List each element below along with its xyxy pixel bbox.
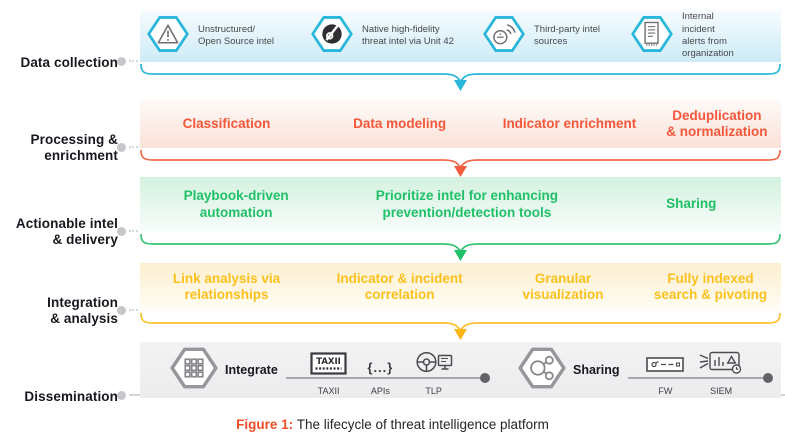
processing-brace-arrow <box>140 149 781 177</box>
channel-label: SIEM <box>710 386 733 396</box>
rail-end-dot <box>763 373 773 383</box>
integration-item: Indicator & incident correlation <box>336 270 463 302</box>
gauge-icon <box>309 13 355 60</box>
collection-item-internal: Internal incident alerts from organizati… <box>629 11 779 60</box>
figure-caption-text: The lifecycle of threat intelligence pla… <box>293 417 549 432</box>
sharing-rail: FW <box>627 342 773 398</box>
integrate-grid-icon <box>168 344 220 397</box>
collection-item-label: Internal incident alerts from organizati… <box>682 11 734 60</box>
channel-apis: {...} APIs <box>367 345 393 396</box>
processing-item: Indicator enrichment <box>502 115 637 131</box>
collection-item-label: Unstructured/ Open Source intel <box>198 23 275 47</box>
braces-icon: {...} <box>367 360 394 375</box>
stage-label-processing: Processing & enrichment <box>30 132 118 164</box>
channel-label: FW <box>658 386 673 396</box>
stage-label-data-collection: Data collection <box>20 55 118 70</box>
band-integration-analysis: Link analysis via relationships Indicato… <box>140 263 781 311</box>
figure-caption-prefix: Figure 1: <box>236 417 294 432</box>
band-data-collection: Unstructured/ Open Source intel Native h… <box>140 10 781 62</box>
collection-item-third-party: Third-party intel sources <box>481 13 629 60</box>
processing-item: Classification <box>182 115 271 131</box>
integration-item: Link analysis via relationships <box>172 270 281 302</box>
stage-label-integration: Integration & analysis <box>47 295 118 327</box>
document-icon <box>629 13 675 60</box>
connector-dot <box>117 57 126 66</box>
integrate-rail: TAXII TAXII {...} APIs <box>285 342 490 398</box>
connector-dot <box>117 391 126 400</box>
actionable-item: Sharing <box>666 196 717 212</box>
firewall-appliance-icon <box>645 345 685 375</box>
integration-item: Fully indexed search & pivoting <box>653 270 768 302</box>
connector-dot <box>117 227 126 236</box>
collection-item-unit42: Native high-fidelity threat intel via Un… <box>309 13 481 60</box>
channel-tlp: TLP <box>414 345 454 396</box>
connector-dot <box>117 143 126 152</box>
dissemination-sharing-group: Sharing <box>516 342 773 398</box>
dissemination-integrate-group: Integrate TAXII TAXII <box>168 342 490 398</box>
integration-brace-arrow <box>140 312 781 340</box>
stage-label-dissemination: Dissemination <box>24 389 118 404</box>
radar-signal-icon <box>481 13 527 60</box>
channel-label: TAXII <box>317 386 340 396</box>
svg-text:TAXII: TAXII <box>316 357 341 367</box>
figure-caption: Figure 1: The lifecycle of threat intell… <box>0 417 785 432</box>
channel-label: TLP <box>425 386 442 396</box>
steering-wheel-screen-icon <box>414 345 454 375</box>
actionable-item: Playbook-driven automation <box>183 188 289 220</box>
collection-item-open-source: Unstructured/ Open Source intel <box>145 13 309 60</box>
actionable-item: Prioritize intel for enhancing preventio… <box>375 188 559 220</box>
collection-item-label: Third-party intel sources <box>534 23 600 47</box>
stage-label-actionable: Actionable intel & delivery <box>15 216 118 248</box>
warning-triangle-icon <box>145 13 191 60</box>
actionable-brace-arrow <box>140 233 781 261</box>
integration-item: Granular visualization <box>522 270 604 302</box>
channel-label: APIs <box>370 386 390 396</box>
taxii-logo-icon: TAXII <box>310 345 347 375</box>
rail-end-dot <box>480 373 490 383</box>
channel-siem: SIEM <box>699 345 743 396</box>
connector-dot <box>117 306 126 315</box>
collection-item-label: Native high-fidelity threat intel via Un… <box>362 23 454 47</box>
sharing-label: Sharing <box>573 363 620 377</box>
band-dissemination: Integrate TAXII TAXII <box>140 342 781 398</box>
processing-item: Data modeling <box>353 115 447 131</box>
band-actionable-intel: Playbook-driven automation Prioritize in… <box>140 177 781 232</box>
channel-taxii: TAXII TAXII <box>310 345 347 396</box>
integrate-label: Integrate <box>225 363 278 377</box>
rail-line <box>627 377 764 379</box>
processing-item: Deduplication & normalization <box>666 107 768 139</box>
rail-line <box>285 377 481 379</box>
channel-fw: FW <box>645 345 685 396</box>
sharing-network-icon <box>516 344 568 397</box>
siem-dashboard-icon <box>699 345 743 375</box>
collection-brace-arrow <box>140 63 781 91</box>
band-processing-enrichment: Classification Data modeling Indicator e… <box>140 100 781 148</box>
